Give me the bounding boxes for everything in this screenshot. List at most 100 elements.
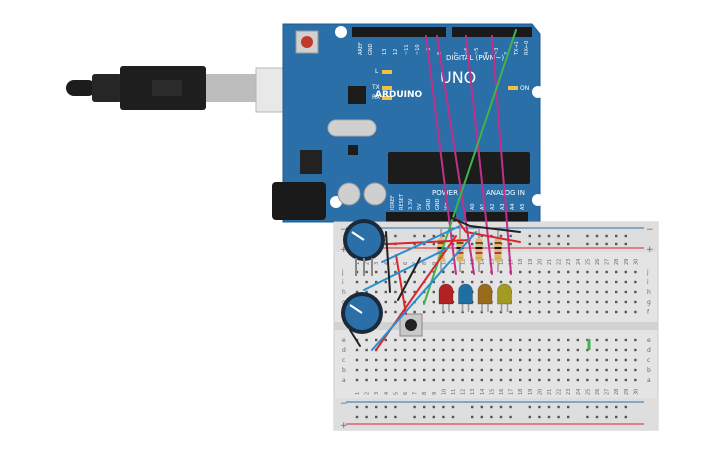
terminal-hole bbox=[403, 358, 407, 362]
terminal-hole bbox=[615, 280, 618, 284]
wire-magenta-2[interactable] bbox=[436, 35, 475, 275]
terminal-hole bbox=[471, 270, 474, 274]
arduino-uno-board[interactable]: ARDUINO UNO DIGITAL (PWM~) POWER ANALOG … bbox=[272, 23, 544, 223]
terminal-hole bbox=[557, 348, 560, 352]
led[interactable] bbox=[458, 283, 473, 312]
tx-label: TX bbox=[371, 84, 380, 91]
rail-hole bbox=[624, 415, 627, 419]
terminal-hole bbox=[432, 310, 435, 314]
wires bbox=[349, 29, 521, 351]
rail-hole bbox=[471, 242, 474, 246]
wire-magenta-4[interactable] bbox=[491, 35, 512, 275]
wire-magenta-3[interactable] bbox=[465, 35, 493, 275]
terminal-hole bbox=[576, 270, 579, 274]
terminal-hole bbox=[586, 358, 589, 362]
power-pin-label: IOREF bbox=[390, 195, 396, 210]
rail-hole bbox=[528, 242, 531, 246]
terminal-hole bbox=[567, 280, 570, 284]
column-number-top: 8 bbox=[422, 262, 428, 265]
terminal-hole bbox=[624, 270, 627, 274]
led[interactable] bbox=[477, 283, 493, 312]
wire-black-3[interactable] bbox=[349, 329, 361, 347]
wire-black-1[interactable] bbox=[451, 217, 521, 233]
wire-red-4[interactable] bbox=[387, 239, 471, 245]
rail-hole bbox=[586, 234, 589, 238]
wire-blue-1[interactable] bbox=[363, 247, 449, 291]
rail-hole bbox=[355, 405, 359, 409]
terminal-hole bbox=[586, 310, 589, 314]
terminal-hole bbox=[432, 368, 435, 372]
rail-hole bbox=[451, 405, 455, 409]
analog-header bbox=[466, 212, 528, 222]
wire-blue-2[interactable] bbox=[371, 231, 477, 351]
led[interactable] bbox=[497, 283, 512, 312]
terminal-hole bbox=[384, 378, 387, 382]
row-letter-left: d bbox=[342, 347, 346, 354]
terminal-hole bbox=[605, 270, 608, 274]
terminal-hole bbox=[461, 368, 464, 372]
terminal-hole bbox=[432, 348, 435, 352]
terminal-hole bbox=[519, 338, 522, 342]
terminal-hole bbox=[538, 368, 541, 372]
terminal-hole bbox=[365, 358, 368, 362]
wire-blue-3[interactable] bbox=[381, 225, 461, 263]
rail-hole bbox=[442, 234, 445, 238]
terminal-hole bbox=[451, 338, 455, 342]
terminal-hole bbox=[375, 378, 378, 382]
terminal-hole bbox=[557, 368, 560, 372]
digital-pin-label: ~11 bbox=[404, 44, 410, 55]
terminal-hole bbox=[480, 368, 483, 372]
column-number-top: 26 bbox=[595, 259, 601, 265]
terminal-hole bbox=[423, 310, 426, 314]
column-number-bottom: 3 bbox=[374, 392, 380, 395]
wire-black-4[interactable] bbox=[385, 231, 391, 293]
terminal-hole bbox=[413, 280, 416, 284]
terminal-hole bbox=[442, 368, 445, 372]
terminal-hole bbox=[567, 270, 570, 274]
rail-plus-label-bottom: + bbox=[340, 421, 348, 431]
wire-magenta-1[interactable] bbox=[425, 35, 457, 275]
column-number-top: 28 bbox=[614, 259, 620, 265]
rail-hole bbox=[413, 415, 416, 419]
terminal-hole bbox=[394, 358, 397, 362]
terminal-hole bbox=[557, 270, 560, 274]
terminal-hole bbox=[490, 310, 493, 314]
led[interactable] bbox=[438, 283, 454, 312]
column-number-bottom: 25 bbox=[585, 389, 591, 395]
terminal-hole bbox=[586, 270, 589, 274]
terminal-hole bbox=[595, 338, 599, 342]
terminal-hole bbox=[605, 358, 608, 362]
potentiometer-1[interactable] bbox=[343, 219, 385, 276]
rail-hole bbox=[605, 234, 608, 238]
rail-hole bbox=[375, 405, 378, 409]
logo-text: ARDUINO bbox=[375, 90, 423, 100]
terminal-hole bbox=[442, 280, 445, 284]
rail-minus-label-top: − bbox=[340, 225, 348, 235]
terminal-hole bbox=[576, 348, 579, 352]
resistor[interactable] bbox=[494, 228, 502, 272]
terminal-hole bbox=[394, 348, 397, 352]
terminal-hole bbox=[471, 348, 474, 352]
aref-label: AREF bbox=[358, 42, 364, 55]
column-number-bottom: 27 bbox=[605, 389, 611, 395]
terminal-hole bbox=[384, 270, 387, 274]
resistor[interactable] bbox=[475, 228, 483, 272]
rail-hole bbox=[615, 242, 618, 246]
row-letter-right: b bbox=[647, 367, 651, 374]
column-number-bottom: 2 bbox=[365, 392, 371, 395]
terminal-hole bbox=[394, 368, 397, 372]
column-number-top: 4 bbox=[384, 262, 390, 265]
pushbutton[interactable] bbox=[399, 313, 423, 337]
potentiometer-2[interactable] bbox=[341, 292, 383, 334]
usb-cable[interactable] bbox=[66, 66, 321, 113]
wire-black-2[interactable] bbox=[397, 257, 421, 301]
wire-red-2[interactable] bbox=[395, 254, 407, 315]
row-letter-left: b bbox=[342, 367, 346, 374]
terminal-hole bbox=[528, 270, 531, 274]
terminal-hole bbox=[595, 300, 599, 304]
row-letter-right: f bbox=[647, 309, 650, 316]
wire-red-1[interactable] bbox=[455, 217, 521, 243]
column-number-top: 27 bbox=[605, 259, 611, 265]
digital-pin-label: ~5 bbox=[474, 48, 480, 55]
